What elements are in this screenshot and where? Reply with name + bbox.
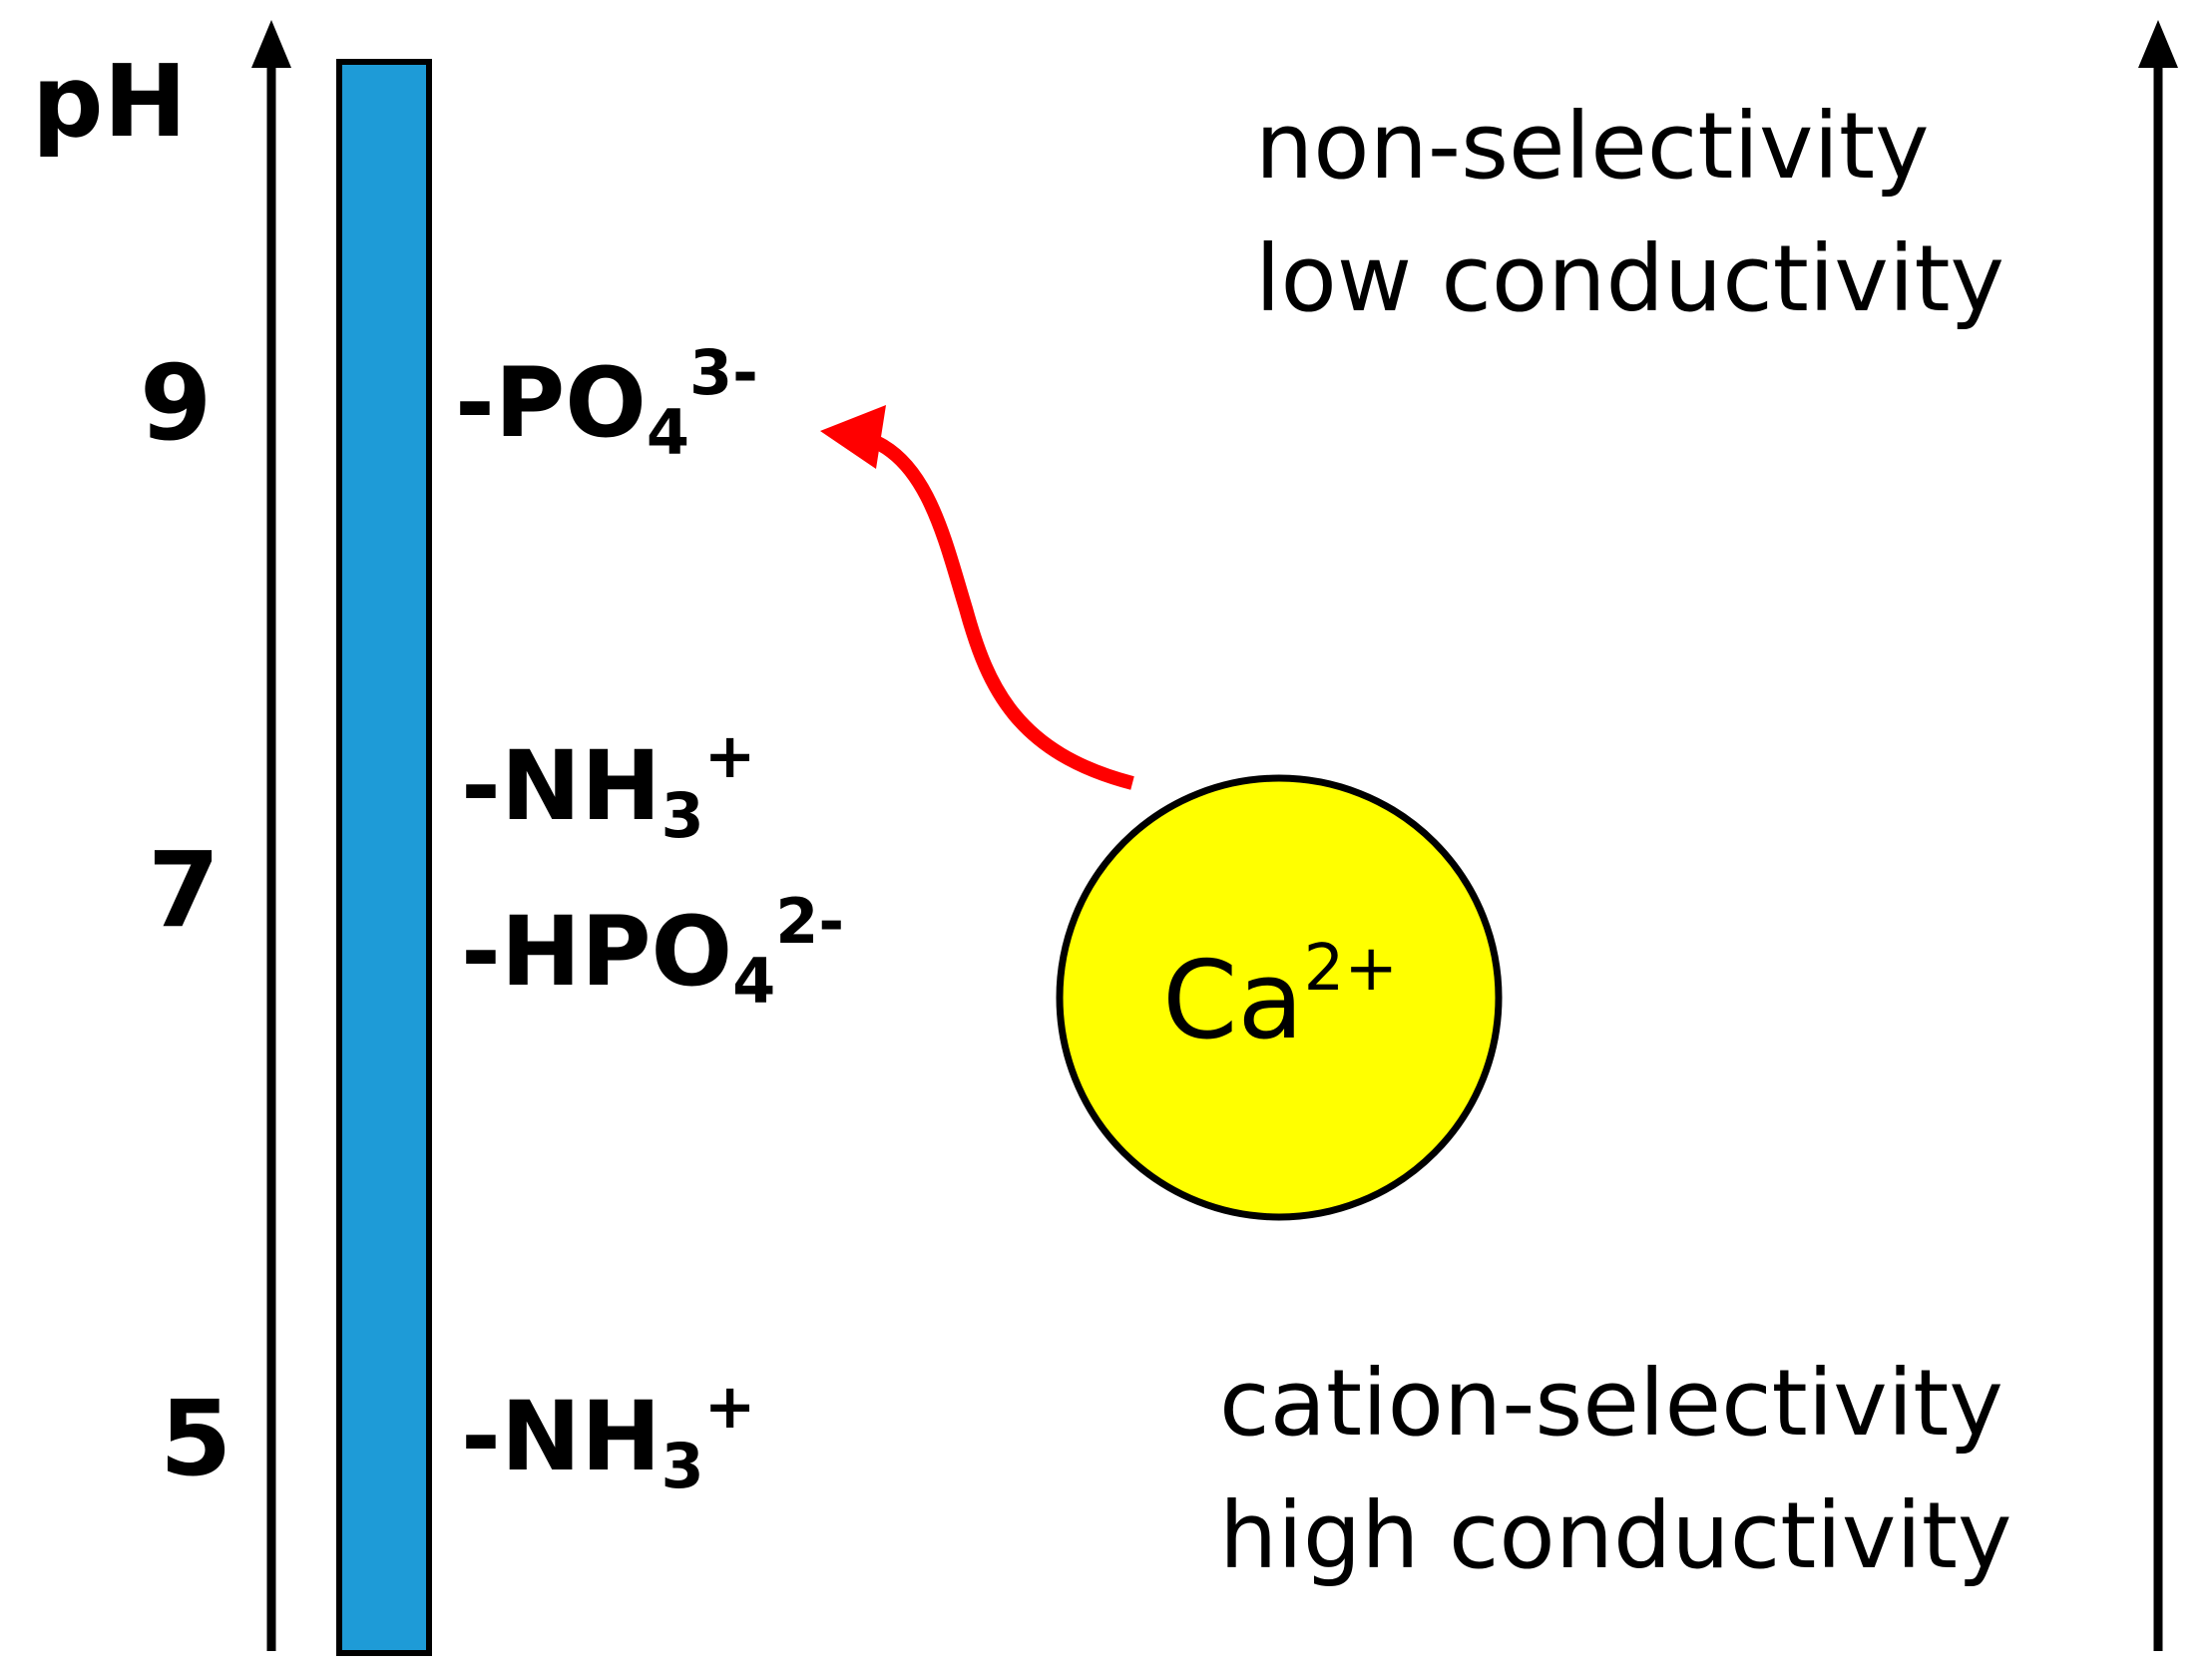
group-hydrogen-phosphate: -HPO42- [461,885,845,1018]
ph-tick-9: 9 [140,342,213,464]
ph-tick-5: 5 [160,1378,232,1499]
property-axis-arrow [2138,20,2178,1651]
bottom-line-1: cation-selectivity [1219,1350,2003,1457]
ph-tick-7: 7 [148,829,221,951]
ph-axis-arrow [251,20,291,1651]
ph-axis-label: pH [32,43,188,160]
membrane-bar [336,59,432,1656]
group-amine-ph7: -NH3+ [461,719,756,852]
interaction-arrow [820,405,1134,790]
bottom-description: cation-selectivity high conductivity [1219,1337,2011,1603]
group-phosphate: -PO43- [455,336,758,469]
top-line-1: non-selectivity [1255,93,1930,200]
bottom-line-2: high conductivity [1219,1482,2012,1590]
top-line-2: low conductivity [1255,225,2004,333]
top-description: non-selectivity low conductivity [1255,80,2004,346]
calcium-ion-circle [1056,774,1503,1221]
group-amine-ph5: -NH3+ [461,1370,756,1502]
calcium-ion-label: Ca2+ [1162,932,1398,1063]
